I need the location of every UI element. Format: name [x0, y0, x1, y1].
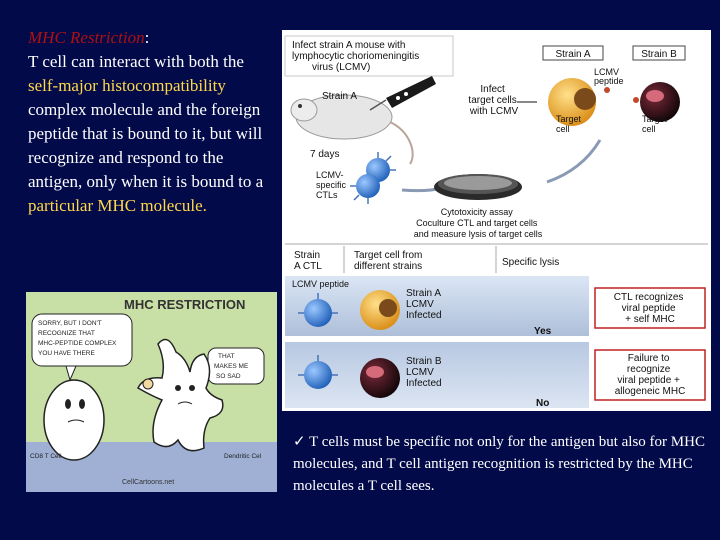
speech-bubble-cd8-text: SORRY, BUT I DON'T RECOGNIZE THAT MHC-PE… — [38, 320, 118, 357]
speech-bubble-cd8-tail — [65, 365, 77, 382]
strain-a-mouse-label: Strain A — [322, 91, 357, 102]
ctl-cells — [350, 152, 396, 204]
intro-text: MHC Restriction: T cell can interact wit… — [28, 26, 276, 218]
column-target-cell: Target cell from different strains — [354, 250, 425, 272]
row1-panel — [285, 276, 589, 336]
cd8-t-cell-label: CD8 T Cell — [30, 453, 62, 460]
highlight-particular-mhc: particular MHC molecule. — [28, 196, 207, 215]
strain-a-header-box — [542, 45, 604, 61]
row2-strain-label: Strain B LCMV Infected — [406, 356, 444, 389]
bullet-text: T cells must be specific not only for th… — [293, 434, 705, 494]
dendritic-cell-character — [137, 338, 224, 452]
lcmv-peptide-row-label: LCMV peptide — [292, 279, 349, 289]
lcmv-figure-svg: Infect strain A mouse with lymphocytic c… — [284, 35, 708, 409]
intro-line1: T cell can interact with both the — [28, 52, 244, 71]
intro-line2: complex molecule and the foreign peptide… — [28, 100, 264, 191]
ctls-label: LCMV- specific CTLs — [316, 170, 349, 200]
lcmv-peptide-top-label: LCMV peptide — [594, 67, 624, 86]
row1-callout-box — [594, 287, 706, 329]
slide-title: MHC Restriction — [28, 28, 145, 47]
row2-target-cell — [360, 358, 400, 398]
target-cell-a-label: Target cell — [556, 114, 584, 134]
target-cell-b-top — [633, 82, 680, 122]
infect-target-label: Infect target cells with LCMV — [468, 84, 519, 117]
row2-ctl-cell — [298, 355, 338, 389]
bullet-point: ✓ T cells must be specific not only for … — [293, 431, 705, 497]
target-cell-b-label: Target cell — [642, 114, 670, 134]
speech-bubble-cd8 — [31, 313, 133, 367]
mouse-illustration — [290, 94, 414, 165]
dendritic-cell-label: Dendritic Cel — [224, 453, 262, 460]
row1-result: Yes — [534, 326, 552, 337]
row1-ctl-cell — [298, 293, 338, 327]
row2-callout-text: Failure to recognize viral peptide + all… — [615, 353, 686, 397]
row1-strain-label: Strain A LCMV Infected — [406, 288, 443, 321]
column-specific-lysis: Specific lysis — [502, 257, 559, 268]
strain-a-header: Strain A — [555, 49, 590, 60]
row2-result: No — [536, 398, 549, 409]
mhc-restriction-cartoon: MHC RESTRICTION SORRY, BUT I DON'T RECOG… — [26, 292, 277, 492]
cytotoxicity-assay-label: Cytotoxicity assay Coculture CTL and tar… — [414, 207, 543, 239]
strain-b-header-box — [632, 45, 686, 61]
target-cell-a-top — [548, 78, 610, 126]
strain-b-header: Strain B — [641, 49, 677, 60]
row2-callout-box — [594, 349, 706, 401]
highlight-self-major: self-major histocompatibility — [28, 76, 226, 95]
column-strain-a-ctl: Strain A CTL — [294, 250, 323, 272]
petri-dish-icon — [434, 174, 522, 200]
cartoon-credit: CellCartoons.net — [122, 479, 174, 486]
syringe-icon — [369, 76, 436, 111]
row1-target-cell — [360, 290, 400, 330]
step1-text: Infect strain A mouse with lymphocytic c… — [292, 40, 422, 73]
checkmark-icon: ✓ — [293, 434, 306, 450]
step1-box — [284, 35, 454, 77]
target-to-dish-arrow — [546, 139, 602, 184]
speech-bubble-dc-text: THAT MAKES ME SO SAD — [214, 353, 250, 380]
title-colon: : — [144, 28, 150, 47]
cartoon-svg: MHC RESTRICTION SORRY, BUT I DON'T RECOG… — [26, 297, 277, 492]
cartoon-title: MHC RESTRICTION — [124, 297, 245, 312]
row1-callout-text: CTL recognizes viral peptide + self MHC — [614, 292, 686, 325]
cd8-t-cell-character — [43, 379, 105, 461]
lcmv-figure: Infect strain A mouse with lymphocytic c… — [282, 30, 711, 411]
days-label: 7 days — [310, 149, 339, 160]
